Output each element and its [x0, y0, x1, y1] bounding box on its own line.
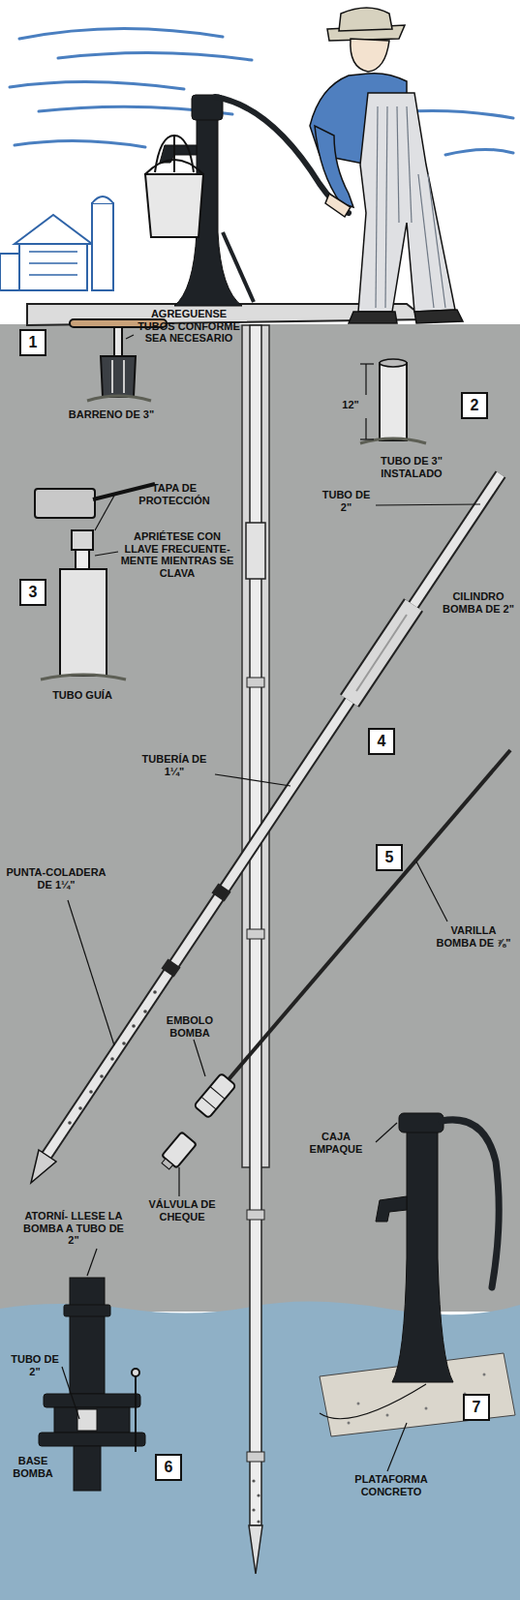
part-label: EMBOLO BOMBA [154, 1014, 225, 1040]
callout-number: 1 [29, 335, 38, 351]
part-label: VARILLA BOMBA DE ⅞" [435, 924, 512, 949]
part-label: TUBERÍA DE 1¼" [133, 753, 215, 778]
part-label: TUBO GUÍA [38, 689, 126, 703]
callout-box: 3 [19, 579, 47, 607]
part-label: CAJA EMPAQUE [298, 1131, 374, 1156]
part-label: PLATAFORMA CONCRETO [340, 1473, 442, 1499]
part-label: TUBO DE 2" [319, 489, 373, 514]
callout-number: 6 [164, 1460, 174, 1476]
callout-number: 4 [377, 734, 387, 750]
callout-box: 2 [460, 392, 489, 420]
part-label: 12" [336, 398, 365, 412]
part-label: TUBO DE 2" [7, 1353, 62, 1378]
callout-box: 1 [19, 329, 47, 357]
callout-number: 3 [29, 584, 38, 601]
callout-box: 5 [375, 844, 403, 872]
part-label: BASE BOMBA [3, 1455, 62, 1480]
part-label: TUBO DE 3" INSTALADO [367, 455, 456, 480]
callout-number: 7 [472, 1400, 482, 1416]
callout-number: 5 [385, 850, 395, 866]
callout-box: 4 [367, 728, 396, 756]
part-label: VÁLVULA DE CHEQUE [141, 1198, 223, 1224]
part-label: TAPA DE PROTECCIÓN [116, 482, 233, 507]
part-label: AGREGUENSE TUBOS CONFORME SEA NECESARIO [135, 307, 243, 345]
part-label: PUNTA-COLADERA DE 1¼" [5, 866, 107, 891]
callout-box: 6 [154, 1454, 183, 1482]
part-label: APRIÉTESE CON LLAVE FRECUENTE- MENTE MIE… [120, 530, 235, 581]
callout-box: 7 [462, 1394, 490, 1422]
part-label: BARRENO DE 3" [58, 408, 165, 422]
part-label: CILINDRO BOMBA DE 2" [440, 590, 517, 615]
part-label: ATORNÍ- LLESE LA BOMBA A TUBO DE 2" [23, 1210, 124, 1248]
callout-number: 2 [470, 397, 480, 414]
